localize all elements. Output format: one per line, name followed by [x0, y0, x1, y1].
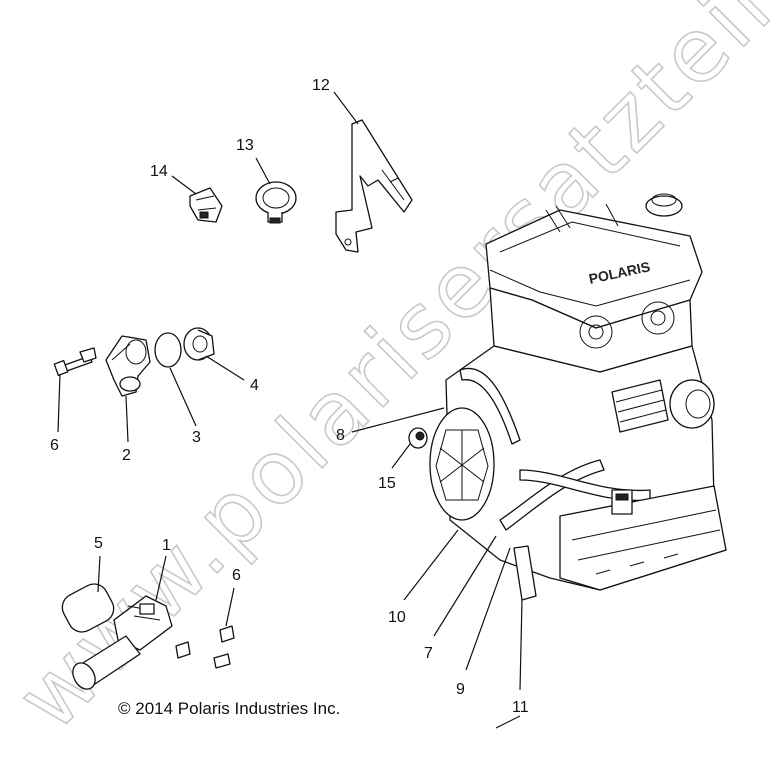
part-6-bolts-lower[interactable] [175, 625, 235, 669]
part-15-cap[interactable] [408, 427, 428, 449]
callout-9: 9 [456, 681, 465, 698]
callout-11: 11 [512, 699, 529, 716]
part-14-clip[interactable] [189, 187, 223, 223]
callout-6-upper: 6 [50, 437, 59, 454]
part-13-hose-clamp[interactable] [255, 181, 297, 224]
callout-13: 13 [236, 137, 254, 154]
callout-8: 8 [336, 427, 345, 444]
callout-2: 2 [122, 447, 131, 464]
callout-labels: 12 13 14 4 6 2 3 5 1 6 8 15 10 7 9 11 [50, 77, 529, 716]
part-4-thermostat[interactable] [183, 327, 215, 361]
callout-10: 10 [388, 609, 406, 626]
callout-12: 12 [312, 77, 330, 94]
part-3-o-ring[interactable] [154, 332, 182, 368]
callout-4: 4 [250, 377, 259, 394]
callout-7: 7 [424, 645, 433, 662]
callout-5: 5 [94, 535, 103, 552]
leader-lines [57, 91, 523, 729]
callout-3: 3 [192, 429, 201, 446]
callout-15: 15 [378, 475, 396, 492]
part-1-water-outlet[interactable] [68, 595, 173, 693]
callout-1: 1 [162, 537, 171, 554]
copyright-notice: © 2014 Polaris Industries Inc. [118, 699, 340, 718]
callout-6-lower: 6 [232, 567, 241, 584]
callout-14: 14 [150, 163, 168, 180]
engine-assembly[interactable]: POLARIS [429, 193, 727, 601]
part-6-bolt-upper[interactable] [53, 347, 97, 376]
part-5-gasket[interactable] [57, 579, 118, 637]
part-12-bracket[interactable] [335, 119, 413, 253]
part-2-thermostat-housing[interactable] [105, 335, 151, 397]
